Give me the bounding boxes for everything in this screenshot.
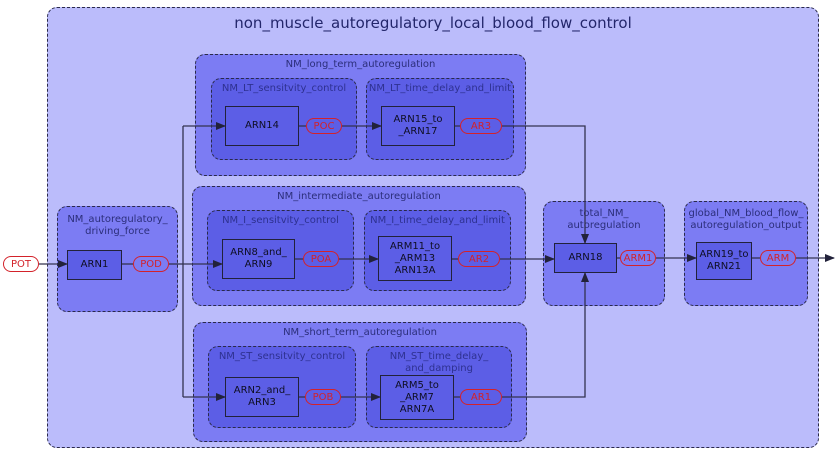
group-title: NM_long_term_autoregulation: [285, 59, 436, 70]
group-title: NM_intermediate_autoregulation: [277, 191, 441, 202]
group-title: NM_autoregulatory_ driving_force: [67, 214, 168, 237]
subgroup-title: NM_ST_sensitvity_control: [218, 351, 346, 362]
subgroup-title: NM_I_sensitvity_control: [222, 215, 339, 226]
subgroup-title: NM_I_time_delay_and_limit: [370, 215, 505, 226]
group-title: global_NM_blood_flow_ autoregulation_out…: [688, 208, 804, 231]
block-arn2-and-arn3[interactable]: ARN2_and_ ARN3: [225, 377, 299, 417]
group-title: NM_short_term_autoregulation: [283, 327, 437, 338]
port-arm[interactable]: ARM: [760, 250, 796, 266]
block-arn14[interactable]: ARN14: [225, 106, 299, 146]
system-title: non_muscle_autoregulatory_local_blood_fl…: [234, 14, 632, 32]
subgroup-title: NM_LT_sensitvity_control: [221, 83, 347, 94]
port-pob[interactable]: POB: [305, 389, 341, 405]
block-arm5-to-arm7[interactable]: ARM5_to _ARM7 ARN7A: [380, 375, 454, 420]
port-ar1[interactable]: AR1: [460, 389, 502, 405]
port-arm1[interactable]: ARM1: [620, 250, 656, 266]
subgroup-title: NM_ST_time_delay_ and_damping: [389, 351, 489, 374]
block-arn8-and-arn9[interactable]: ARN8_and_ ARN9: [222, 239, 295, 279]
port-ar2[interactable]: AR2: [458, 251, 500, 267]
port-pot-input[interactable]: POT: [3, 256, 39, 272]
port-pod[interactable]: POD: [133, 256, 169, 272]
block-arn18[interactable]: ARN18: [554, 243, 617, 273]
block-arn1[interactable]: ARN1: [67, 250, 122, 280]
block-arm11-to-arm13[interactable]: ARM11_to _ARM13 ARN13A: [378, 236, 452, 281]
subgroup-title: NM_LT_time_delay_and_limit: [368, 83, 512, 94]
port-ar3[interactable]: AR3: [460, 118, 502, 134]
group-title: total_NM_ autoregulation: [567, 208, 641, 231]
block-arn19-to-arn21[interactable]: ARN19_to ARN21: [696, 242, 752, 280]
block-arn15-to-arn17[interactable]: ARN15_to _ARN17: [381, 106, 455, 146]
port-poc[interactable]: POC: [306, 118, 342, 134]
port-poa[interactable]: POA: [303, 251, 339, 267]
